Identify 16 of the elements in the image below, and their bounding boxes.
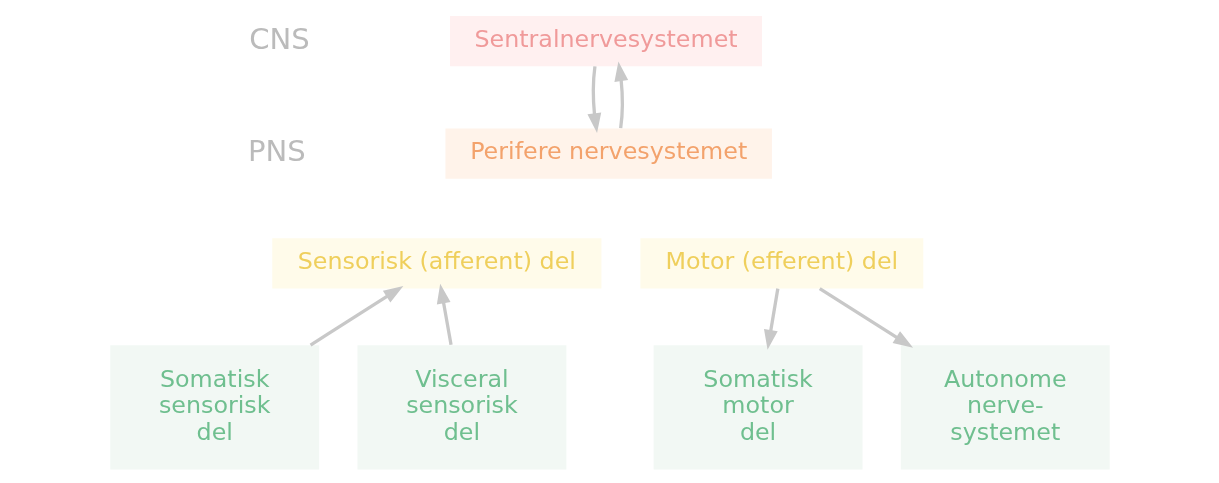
arrow xyxy=(763,288,779,350)
node-box: Autonome nerve- systemet xyxy=(900,345,1110,470)
node-box: Sentralnervesystemet xyxy=(449,16,762,67)
arrow xyxy=(309,285,403,347)
arrow xyxy=(586,66,601,134)
arrow xyxy=(613,61,628,129)
label: CNS xyxy=(248,21,310,56)
node-box: Somatisk motor del xyxy=(653,345,862,470)
node-box: Somatisk sensorisk del xyxy=(109,345,319,470)
node-box: Perifere nervesystemet xyxy=(444,128,772,179)
node-box: Sensorisk (afferent) del xyxy=(271,238,601,289)
arrow xyxy=(436,283,453,346)
label: PNS xyxy=(247,133,306,168)
node-box: Motor (efferent) del xyxy=(639,238,923,289)
arrow xyxy=(818,287,913,348)
node-box: Visceral sensorisk del xyxy=(357,345,566,470)
